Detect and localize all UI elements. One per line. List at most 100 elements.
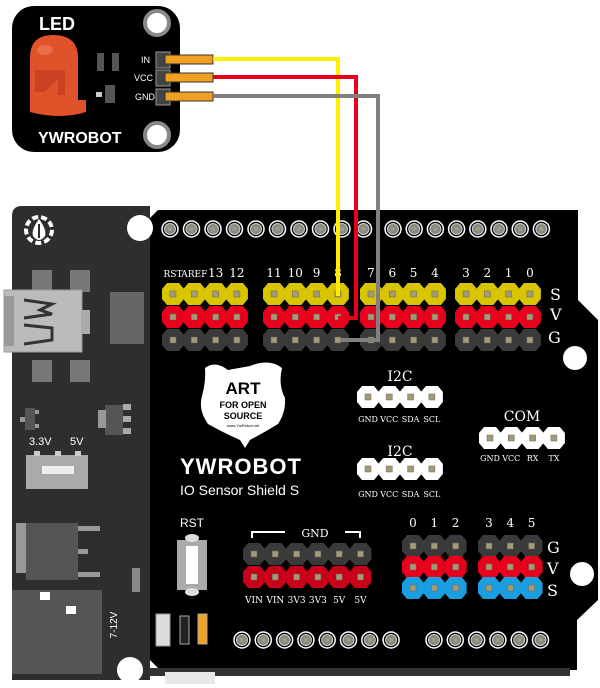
digital-pin[interactable] — [204, 283, 227, 305]
header-pin[interactable] — [511, 220, 529, 238]
analog-pin[interactable] — [499, 556, 522, 578]
analog-pin[interactable] — [402, 577, 424, 599]
analog-pin[interactable] — [478, 577, 500, 599]
power-gnd-pin[interactable] — [306, 543, 329, 565]
header-pin[interactable] — [357, 386, 379, 408]
header-pin[interactable] — [354, 220, 373, 238]
header-pin[interactable] — [420, 458, 443, 480]
header-pin[interactable] — [521, 427, 544, 449]
header-pin[interactable] — [420, 386, 443, 408]
digital-pin[interactable] — [518, 329, 541, 351]
digital-pin[interactable] — [305, 283, 328, 305]
header-pin[interactable] — [382, 631, 400, 649]
digital-pin[interactable] — [284, 306, 307, 328]
header-pin[interactable] — [275, 631, 294, 649]
digital-pin[interactable] — [381, 306, 404, 328]
digital-pin[interactable] — [455, 329, 477, 351]
digital-pin[interactable] — [204, 306, 227, 328]
digital-pin[interactable] — [162, 283, 184, 305]
power-headers[interactable] — [243, 543, 372, 588]
digital-pin[interactable] — [225, 329, 248, 351]
digital-pin[interactable] — [381, 283, 404, 305]
header-pin[interactable] — [531, 631, 550, 649]
power-gnd-pin[interactable] — [349, 543, 372, 565]
digital-io-headers[interactable] — [162, 283, 541, 351]
power-vcc-pin[interactable] — [328, 566, 351, 588]
header-pin[interactable] — [490, 220, 508, 238]
header-pin[interactable] — [510, 631, 528, 649]
digital-pin[interactable] — [476, 329, 499, 351]
header-pin[interactable] — [339, 631, 358, 649]
header-pin[interactable] — [247, 220, 265, 238]
header-pin[interactable] — [357, 458, 379, 480]
led-module[interactable]: LED YWROBOT IN VCC GND — [12, 6, 214, 152]
analog-io-headers[interactable] — [402, 535, 543, 599]
analog-pin[interactable] — [423, 535, 446, 557]
digital-pin[interactable] — [476, 283, 499, 305]
digital-pin[interactable] — [305, 329, 328, 351]
header-pin[interactable] — [399, 386, 422, 408]
digital-pin[interactable] — [162, 306, 184, 328]
power-vcc-pin[interactable] — [264, 566, 287, 588]
digital-pin[interactable] — [423, 283, 446, 305]
header-pin[interactable] — [182, 220, 201, 238]
power-gnd-pin[interactable] — [264, 543, 287, 565]
header-pin[interactable] — [479, 427, 501, 449]
header-pin[interactable] — [378, 386, 401, 408]
digital-pin[interactable] — [497, 306, 520, 328]
header-pin[interactable] — [161, 220, 179, 238]
analog-pin[interactable] — [402, 535, 424, 557]
analog-pin[interactable] — [499, 577, 522, 599]
analog-pin[interactable] — [423, 577, 446, 599]
analog-pin[interactable] — [520, 556, 543, 578]
header-pin[interactable] — [446, 631, 465, 649]
digital-pin[interactable] — [455, 283, 477, 305]
analog-pin[interactable] — [499, 535, 522, 557]
digital-pin[interactable] — [497, 329, 520, 351]
header-pin[interactable] — [469, 220, 487, 238]
digital-pin[interactable] — [423, 329, 446, 351]
digital-pin[interactable] — [518, 283, 541, 305]
header-pin[interactable] — [542, 427, 565, 449]
header-pin[interactable] — [447, 220, 466, 238]
digital-pin[interactable] — [263, 306, 285, 328]
digital-pin[interactable] — [402, 329, 425, 351]
header-pin[interactable] — [254, 631, 273, 649]
led-pin-header[interactable] — [155, 51, 214, 106]
digital-pin[interactable] — [476, 306, 499, 328]
header-pin[interactable] — [384, 220, 402, 238]
analog-pin[interactable] — [423, 556, 446, 578]
power-gnd-pin[interactable] — [328, 543, 351, 565]
analog-pin[interactable] — [444, 577, 467, 599]
digital-pin[interactable] — [263, 329, 285, 351]
power-vcc-pin[interactable] — [285, 566, 308, 588]
analog-pin[interactable] — [402, 556, 424, 578]
digital-pin[interactable] — [455, 306, 477, 328]
bottom-arduino-header-left[interactable] — [233, 631, 400, 649]
reset-button[interactable] — [177, 534, 207, 596]
digital-pin[interactable] — [381, 329, 404, 351]
digital-pin[interactable] — [204, 329, 227, 351]
header-pin[interactable] — [425, 631, 443, 649]
digital-pin[interactable] — [284, 283, 307, 305]
header-pin[interactable] — [426, 220, 445, 238]
header-pin[interactable] — [268, 220, 287, 238]
header-pin[interactable] — [361, 631, 379, 649]
voltage-select-switch[interactable] — [26, 451, 88, 489]
digital-pin[interactable] — [402, 283, 425, 305]
digital-pin[interactable] — [225, 306, 248, 328]
analog-pin[interactable] — [444, 556, 467, 578]
analog-pin[interactable] — [520, 535, 543, 557]
power-gnd-pin[interactable] — [243, 543, 265, 565]
header-pin[interactable] — [399, 458, 422, 480]
digital-pin[interactable] — [263, 283, 285, 305]
header-pin[interactable] — [500, 427, 523, 449]
header-pin[interactable] — [204, 220, 222, 238]
header-pin[interactable] — [233, 631, 251, 649]
analog-pin[interactable] — [444, 535, 467, 557]
power-vcc-pin[interactable] — [306, 566, 329, 588]
